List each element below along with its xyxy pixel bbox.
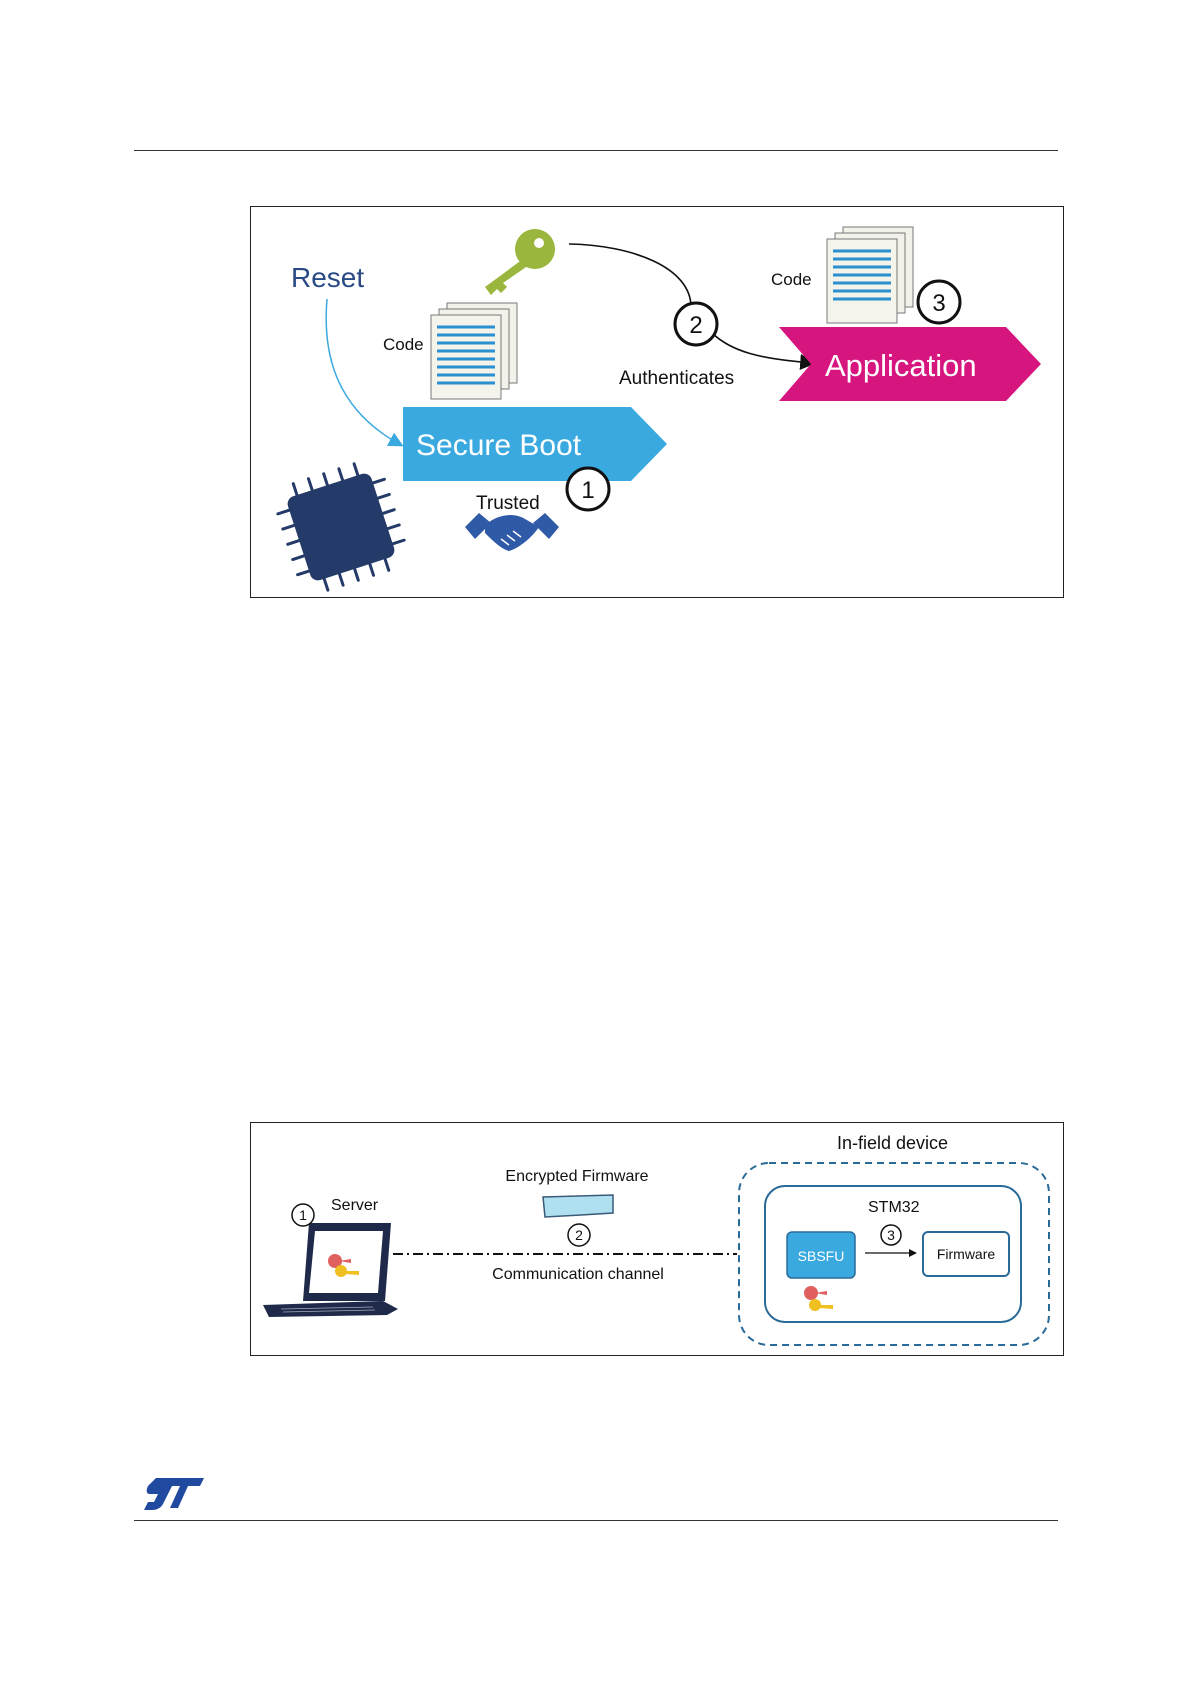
secure-boot-diagram: Reset Code 2 Authenticates [251, 207, 1063, 597]
sbsfu-label: SBSFU [798, 1248, 845, 1264]
application-label: Application [825, 348, 977, 383]
chip-icon [270, 456, 411, 597]
step-3-badge: 3 [918, 281, 960, 323]
infield-device-label: In-field device [837, 1133, 948, 1153]
svg-text:1: 1 [581, 477, 594, 504]
step-1-badge: 1 [567, 468, 609, 510]
stm32-label: STM32 [868, 1199, 920, 1216]
code-document-icon [827, 227, 913, 323]
svg-text:2: 2 [689, 312, 702, 339]
arrow-head [909, 1249, 917, 1257]
code-document-icon [431, 303, 517, 399]
svg-text:2: 2 [575, 1227, 583, 1243]
step-2-badge: 2 [568, 1224, 590, 1246]
keys-icon [804, 1286, 833, 1311]
code-label-2: Code [771, 270, 812, 289]
reset-arrow [326, 299, 401, 445]
secure-boot-label: Secure Boot [416, 429, 582, 462]
svg-text:3: 3 [932, 290, 945, 317]
communication-channel-label: Communication channel [492, 1266, 664, 1283]
footer-rule [134, 1520, 1058, 1521]
step-1-badge: 1 [292, 1204, 314, 1226]
svg-text:3: 3 [887, 1227, 895, 1243]
header-rule [134, 150, 1058, 151]
svg-text:1: 1 [299, 1207, 307, 1223]
handshake-icon [465, 513, 559, 551]
server-label: Server [331, 1197, 379, 1214]
sbsfu-figure: In-field device STM32 SBSFU 3 Firmware [250, 1122, 1064, 1356]
code-label-1: Code [383, 335, 424, 354]
encrypted-firmware-label: Encrypted Firmware [505, 1168, 648, 1185]
laptop-icon [263, 1223, 398, 1317]
st-logo: ST [142, 1474, 208, 1514]
secure-boot-figure: Reset Code 2 Authenticates [250, 206, 1064, 598]
step-2-badge: 2 [675, 303, 717, 345]
encrypted-firmware-icon [543, 1195, 613, 1217]
firmware-label: Firmware [937, 1246, 996, 1262]
reset-label: Reset [291, 262, 364, 293]
sbsfu-diagram: In-field device STM32 SBSFU 3 Firmware [251, 1123, 1063, 1355]
trusted-label: Trusted [476, 493, 540, 514]
key-icon [485, 229, 555, 295]
step-3-badge: 3 [881, 1225, 901, 1245]
authenticates-label: Authenticates [619, 368, 734, 389]
